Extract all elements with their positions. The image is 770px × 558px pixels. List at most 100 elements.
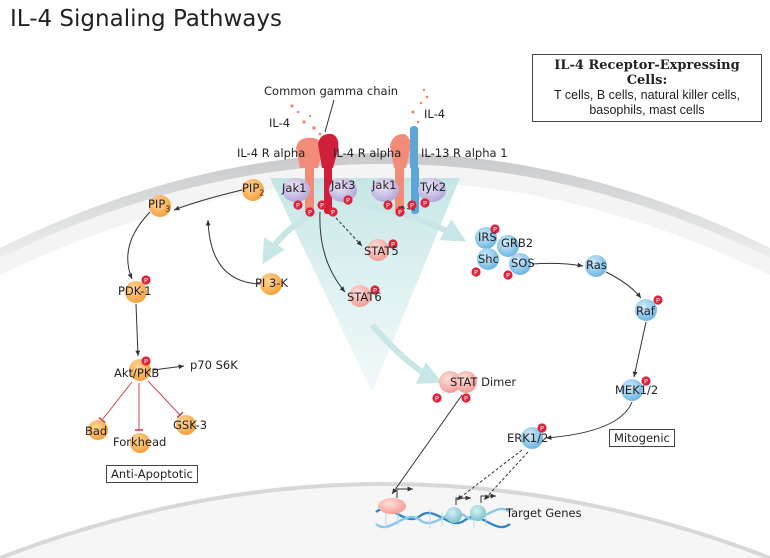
label-bad: Bad [85, 424, 108, 438]
dna-erk-b [470, 505, 486, 521]
raf-node [635, 299, 657, 321]
signaling-cone [270, 178, 460, 392]
phospho-icon [293, 200, 303, 210]
label-stat5: STAT5 [364, 244, 399, 258]
pip2-subscript: 2 [259, 188, 265, 198]
label-pip3: PIP3 [148, 197, 170, 213]
phospho-label: P [331, 209, 335, 217]
label-common-gamma-chain: Common gamma chain [264, 84, 399, 98]
gamma-chain-pointer [324, 99, 335, 133]
phospho-icon [537, 423, 547, 433]
label-irs: IRS [478, 230, 497, 244]
jak1-node-a [282, 178, 310, 202]
translocation-arrow-dimer [369, 323, 443, 384]
pip2-text: PIP [242, 181, 260, 195]
tyk2-node [418, 178, 446, 202]
info-box-heading: IL-4 Receptor-Expressing Cells: [554, 58, 740, 88]
label-il4r-alpha-2: IL-4 R alpha [333, 146, 402, 160]
phospho-label: P [656, 297, 660, 305]
pip3-node [149, 195, 171, 217]
label-stat-dimer: STAT Dimer [450, 375, 517, 389]
ras-node [585, 255, 607, 277]
pip2-node [242, 179, 264, 201]
phospho-icon [432, 393, 442, 403]
label-il4-left: IL-4 [269, 116, 291, 130]
label-forkhead: Forkhead [113, 435, 167, 449]
phospho-icon [471, 267, 481, 277]
gsk3-node [176, 415, 196, 435]
pi3k-node [260, 273, 282, 295]
phospho-icon [370, 285, 380, 295]
dna-erk-a [446, 507, 462, 523]
pdk1-node [125, 281, 147, 303]
pip3-text: PIP [148, 197, 166, 211]
common-gamma-chain-receptor [318, 133, 339, 214]
nucleus-membrane [0, 482, 770, 558]
il4-ligand-dots [290, 88, 429, 136]
label-jak1-a: Jak1 [282, 181, 307, 195]
phospho-label: P [296, 202, 300, 210]
phospho-label: P [423, 200, 427, 208]
inhibition-lines [98, 380, 184, 431]
phospho-icon [141, 275, 151, 285]
phospho-label: P [144, 358, 148, 366]
phospho-label: P [398, 209, 402, 217]
label-pi3k: PI 3-K [255, 276, 288, 290]
label-p70s6k: p70 S6K [190, 358, 238, 372]
stat6-node [349, 285, 371, 307]
grb2-node [497, 235, 519, 257]
phospho-label: P [144, 277, 148, 285]
label-il4r-alpha-1: IL-4 R alpha [237, 146, 306, 160]
mek-node [621, 379, 643, 401]
label-erk: ERK1/2 [507, 431, 549, 445]
label-akt: Akt/PKB [114, 366, 160, 380]
phospho-icon [317, 200, 327, 210]
phospho-label: P [386, 202, 390, 210]
label-sos: SOS [511, 256, 535, 270]
label-il4-right: IL-4 [424, 107, 446, 121]
info-box: IL-4 Receptor-Expressing Cells: T cells,… [532, 54, 762, 122]
translocation-arrow-right [367, 203, 467, 242]
phospho-label: P [474, 269, 478, 277]
bad-node [88, 420, 108, 440]
phospho-icon [503, 270, 513, 280]
phospho-label: P [464, 395, 468, 403]
transcription-arrows [396, 486, 496, 505]
stat5-node [367, 239, 389, 261]
phospho-icon [305, 207, 315, 217]
label-raf: Raf [636, 304, 655, 318]
label-anti-apoptotic: Anti-Apoptotic [106, 465, 198, 483]
label-target-genes: Target Genes [506, 506, 582, 520]
shc-node [477, 248, 499, 270]
label-ras: Ras [586, 258, 607, 272]
pip3-subscript: 3 [165, 204, 171, 214]
phospho-label: P [373, 287, 377, 295]
cell-membrane-shadow [0, 164, 770, 275]
phospho-icon [388, 239, 398, 249]
phospho-label: P [308, 209, 312, 217]
label-jak3: Jak3 [331, 178, 356, 192]
il4r-alpha-receptor-2 [390, 134, 411, 214]
label-mitogenic: Mitogenic [609, 429, 675, 447]
phospho-label: P [506, 272, 510, 280]
label-gsk3: GSK-3 [173, 418, 208, 432]
label-jak1-b: Jak1 [372, 178, 397, 192]
irs-node [475, 227, 497, 249]
page-title: IL-4 Signaling Pathways [10, 6, 282, 32]
label-shc: Shc [478, 252, 499, 266]
phospho-label: P [644, 378, 648, 386]
phospho-label: P [391, 241, 395, 249]
stat-dimer-node-b [455, 371, 477, 393]
stat-dimer-node-a [439, 371, 461, 393]
phospho-label: P [493, 226, 497, 234]
phospho-icon [343, 195, 353, 205]
label-il13r-alpha1: IL-13 R alpha 1 [421, 146, 508, 160]
label-grb2: GRB2 [501, 236, 534, 250]
phospho-icon [328, 207, 338, 217]
phospho-label: P [435, 395, 439, 403]
phospho-icon [490, 224, 500, 234]
phospho-icon [383, 200, 393, 210]
phospho-label: P [410, 202, 414, 210]
phospho-icon [141, 356, 151, 366]
